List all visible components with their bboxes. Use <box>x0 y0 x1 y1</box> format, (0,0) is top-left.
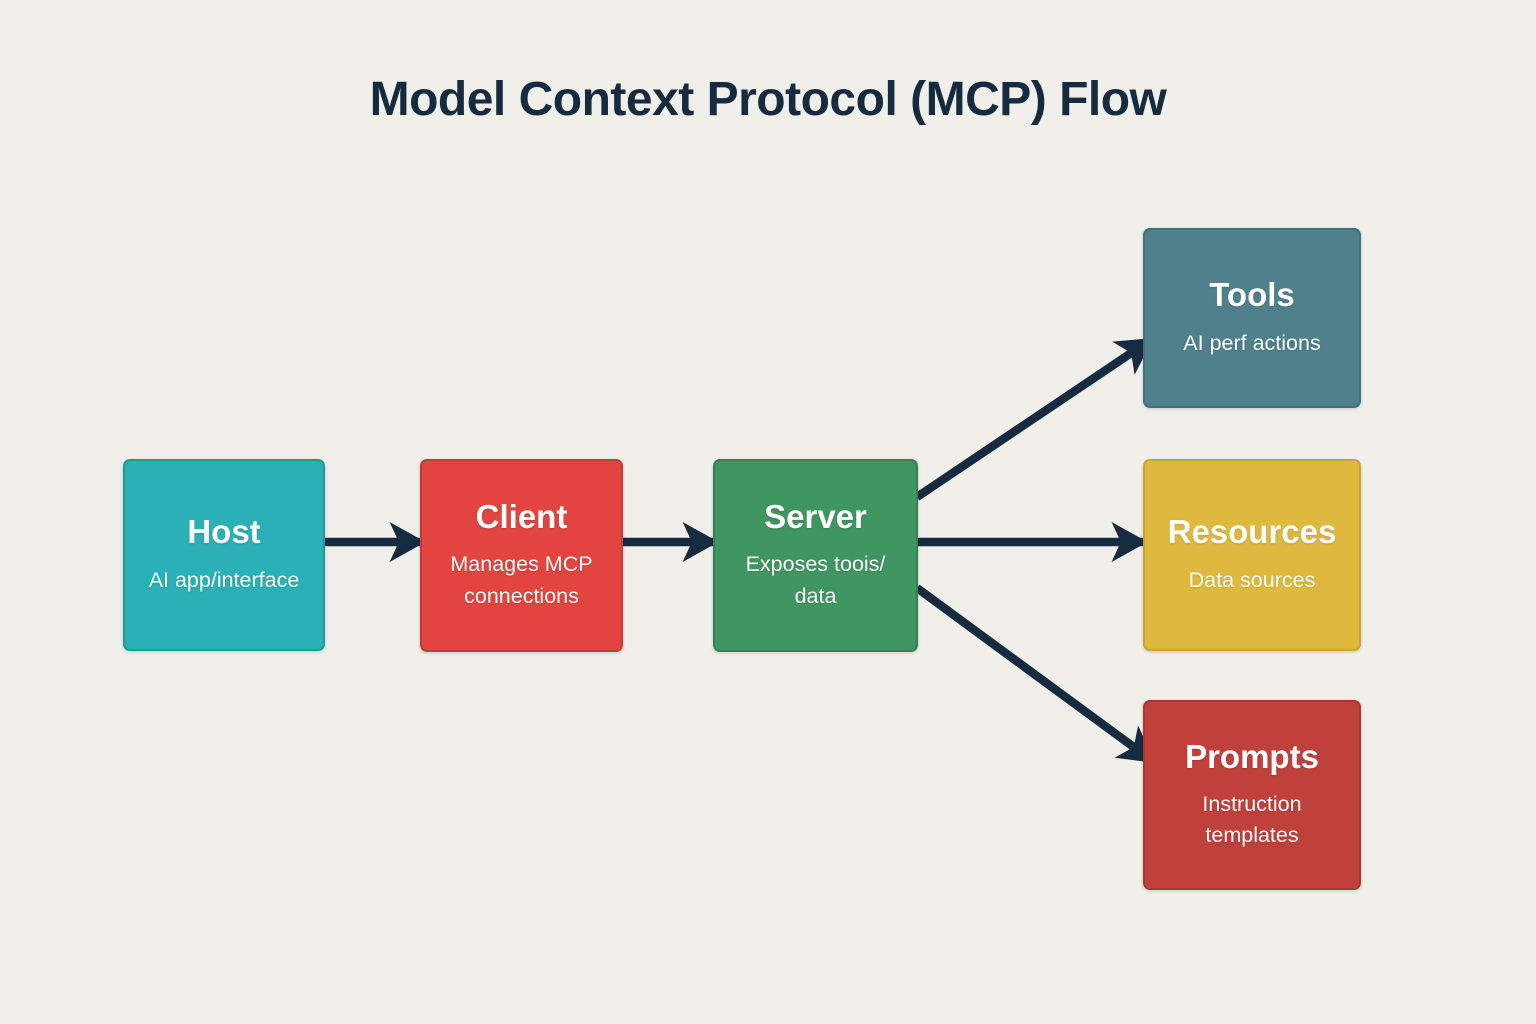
node-prompts-label: Prompts <box>1185 737 1319 775</box>
node-tools-label: Tools <box>1209 276 1295 314</box>
node-resources-sublabel: Data sources <box>1188 567 1316 592</box>
node-server-label: Server <box>764 498 867 536</box>
node-client-label: Client <box>475 498 568 536</box>
node-server-sublabel: Exposes toois/ data <box>745 552 886 608</box>
node-server: Server Exposes toois/ data <box>713 459 918 652</box>
node-resources: Resources Data sources <box>1143 459 1361 651</box>
node-prompts: Prompts Instruction templates <box>1143 700 1361 890</box>
node-tools: Tools AI perf actions <box>1143 228 1361 408</box>
node-host-sublabel: AI app/interface <box>148 567 300 592</box>
node-client-sublabel: Manages MCP connections <box>450 552 593 608</box>
diagram-title: Model Context Protocol (MCP) Flow <box>369 73 1167 126</box>
arrow-server-to-tools <box>914 335 1155 501</box>
node-tools-sublabel: AI perf actions <box>1183 330 1321 355</box>
node-host: Host AI app/interface <box>123 459 325 651</box>
node-host-label: Host <box>187 513 261 551</box>
node-resources-label: Resources <box>1167 513 1337 551</box>
arrow-server-to-prompts <box>914 584 1157 766</box>
node-prompts-sublabel: Instruction templates <box>1202 791 1302 848</box>
node-client: Client Manages MCP connections <box>420 459 623 652</box>
